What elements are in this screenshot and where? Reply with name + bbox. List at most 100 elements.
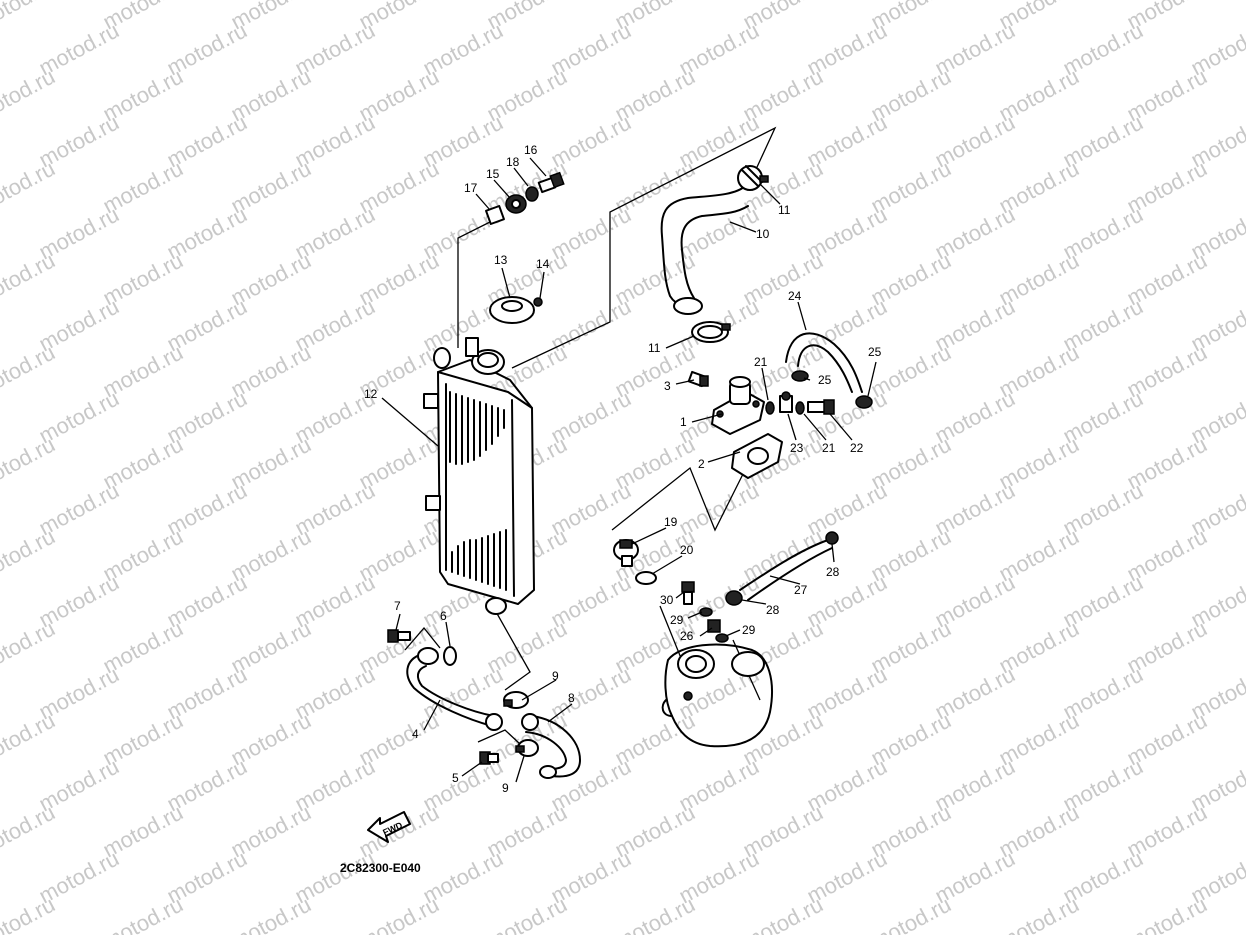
water-pump-housing (661, 643, 773, 748)
watermark-text: motod.ru (0, 708, 59, 771)
callout-15: 15 (486, 167, 500, 181)
collar-17 (485, 205, 505, 225)
watermark-text: motod.ru (227, 892, 315, 935)
gasket-2 (731, 433, 783, 479)
callout-16: 16 (524, 143, 538, 157)
watermark-text: motod.ru (0, 892, 59, 935)
fitting-23 (779, 391, 793, 413)
clamp-28-a (825, 531, 839, 545)
hose-clamp-11-mid (691, 321, 731, 343)
callout-14: 14 (536, 257, 550, 271)
hose-clamp-11-top (737, 165, 769, 191)
screw-14 (533, 297, 543, 307)
watermark-text: motod.ru (611, 892, 699, 935)
callout-7: 7 (394, 599, 401, 613)
watermark-text: motod.ru (0, 524, 59, 587)
watermark-text: motod.ru (0, 0, 59, 34)
callout-24: 24 (788, 289, 802, 303)
callout-23: 23 (790, 441, 804, 455)
callout-29-a: 29 (670, 613, 684, 627)
watermark-text: motod.ru (0, 340, 59, 403)
radiator-cap (489, 296, 535, 324)
watermark-text: motod.ru (0, 800, 59, 863)
watermark-text: motod.ru (0, 432, 59, 495)
hose-27 (739, 539, 833, 601)
callout-8: 8 (568, 691, 575, 705)
hose-clamp-9-b (515, 739, 539, 757)
watermark-text: motod.ru (867, 892, 955, 935)
callout-12: 12 (364, 387, 378, 401)
callout-30: 30 (660, 593, 674, 607)
washer-29-b (715, 633, 729, 643)
bolt-3 (687, 370, 709, 388)
watermark-text: motod.ru (0, 64, 59, 127)
radiator-fins-top (449, 391, 505, 465)
callout-25-a: 25 (818, 373, 832, 387)
callout-21-a: 21 (754, 355, 768, 369)
o-ring-20 (635, 571, 657, 585)
hose-clamp-9-a (503, 691, 529, 709)
washer-29-a (699, 607, 713, 617)
callout-25-b: 25 (868, 345, 882, 359)
clamp-28-b (725, 590, 743, 606)
watermark-text: motod.ru (0, 616, 59, 679)
watermark-text: motod.ru (739, 892, 827, 935)
callout-3: 3 (664, 379, 671, 393)
callout-13: 13 (494, 253, 508, 267)
guide-lines (404, 126, 777, 745)
hose-4 (406, 647, 503, 731)
callout-27: 27 (794, 583, 808, 597)
callout-17: 17 (464, 181, 478, 195)
watermark-text: motod.ru (995, 892, 1083, 935)
callout-11-a: 11 (778, 203, 791, 217)
callout-20: 20 (680, 543, 694, 557)
callout-26: 26 (680, 629, 694, 643)
callout-5: 5 (452, 771, 459, 785)
callout-28-b: 28 (766, 603, 780, 617)
callout-28-a: 28 (826, 565, 840, 579)
bolt-30 (681, 581, 695, 605)
watermark-text: motod.ru (0, 156, 59, 219)
diagram-code: 2C82300-E040 (340, 861, 421, 875)
callout-22: 22 (850, 441, 864, 455)
callout-leaders (381, 157, 877, 783)
bolt-5 (479, 751, 499, 765)
washer-18 (525, 186, 539, 202)
clamp-25-b (855, 395, 873, 409)
thermostat-19 (613, 539, 639, 567)
watermark-text: motod.ru (1123, 892, 1211, 935)
callout-9-b: 9 (502, 781, 509, 795)
callout-4: 4 (412, 727, 419, 741)
radiator (423, 337, 535, 615)
bolt-16 (537, 171, 565, 194)
watermark-text: motod.ru (99, 892, 187, 935)
callout-11-b: 11 (648, 341, 661, 355)
hose-8 (521, 713, 581, 779)
bolt-22 (807, 399, 835, 415)
watermark-text: motod.ru (355, 892, 443, 935)
hose-24 (785, 332, 863, 393)
watermark-text: motod.ru (483, 892, 571, 935)
callout-10: 10 (756, 227, 770, 241)
radiator-fins-bottom (451, 529, 507, 591)
callout-labels: 1 2 3 4 5 6 7 8 9 9 10 11 11 12 13 14 15… (364, 143, 882, 795)
thermostat-cover-1 (711, 376, 765, 435)
bolt-7 (387, 629, 411, 643)
grommet-15 (505, 194, 527, 214)
callout-21-b: 21 (822, 441, 836, 455)
callout-9-a: 9 (552, 669, 559, 683)
callout-18: 18 (506, 155, 520, 169)
clamp-25-a (791, 370, 809, 382)
callout-19: 19 (664, 515, 678, 529)
callout-29-b: 29 (742, 623, 756, 637)
radiator-hose-10 (660, 185, 749, 315)
callout-6: 6 (440, 609, 447, 623)
callout-1: 1 (680, 415, 687, 429)
o-ring-21-a (765, 401, 775, 415)
watermark-text: motod.ru (0, 248, 59, 311)
callout-2: 2 (698, 457, 705, 471)
o-ring-21-b (795, 401, 805, 415)
o-ring-6 (443, 646, 457, 666)
